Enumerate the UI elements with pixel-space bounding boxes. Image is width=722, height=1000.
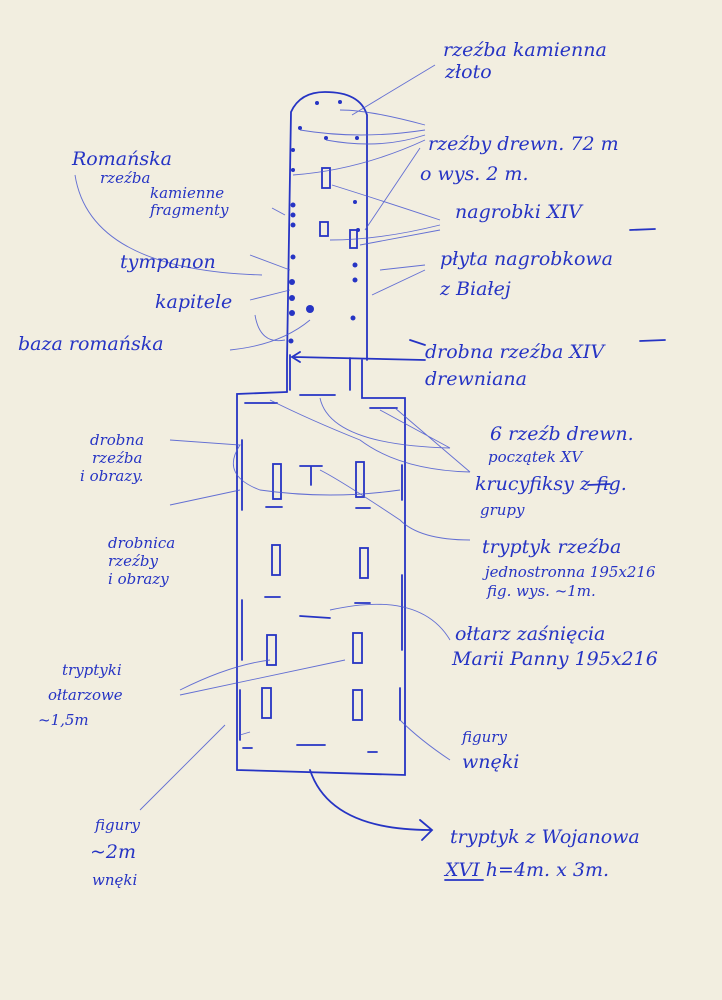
label-figures-2m: figury: [94, 816, 140, 834]
label-wood-sculptures: rzeźby drewn. 72 m: [428, 133, 619, 155]
label-figures-2m-3: wnęki: [92, 871, 137, 889]
label-capitals: kapitele: [155, 291, 232, 313]
label-triptych-sculpture: tryptyk rzeźba: [482, 536, 621, 558]
label-tombs: nagrobki XIV: [455, 201, 584, 223]
label-small-sculpture-paintings-2: rzeźba: [92, 449, 142, 467]
label-small-sculpture-paintings: drobna: [90, 431, 144, 449]
label-crucifixes: krucyfiksy z fig.: [475, 473, 627, 495]
entrance-marks: [242, 394, 398, 753]
pillars: [261, 461, 371, 721]
label-small-sculpture-paintings-3: i obrazy.: [80, 467, 143, 485]
label-crucifixes-2: grupy: [480, 501, 525, 519]
label-romanesque-2: rzeźba: [100, 169, 150, 187]
label-triptych-sculpture-3: fig. wys. ~1m.: [486, 582, 596, 600]
leader-lines: [74, 64, 471, 841]
label-tomb-slab-2: z Białej: [439, 278, 511, 300]
label-niche-figures: figury: [461, 728, 507, 746]
label-stone-fragments-2: fragmenty: [149, 201, 229, 219]
label-tomb-slab: płyta nagrobkowa: [440, 248, 613, 270]
label-six-sculptures: 6 rzeźb drewn.: [490, 423, 634, 445]
label-altar-triptychs: tryptyki: [62, 661, 122, 679]
nave-outline: [236, 359, 406, 776]
label-romanesque-base: baza romańska: [18, 333, 164, 355]
tower-outline: [286, 91, 368, 393]
label-triptych-sculpture-2: jednostronna 195x216: [482, 563, 656, 581]
label-small-sculpture-2: drewniana: [425, 368, 527, 390]
label-altar-triptychs-3: ~1,5m: [38, 711, 89, 729]
label-stone-fragments: kamienne: [150, 184, 224, 202]
label-niche-figures-2: wnęki: [462, 751, 519, 773]
underlines: [444, 228, 666, 881]
label-small-items: drobnica: [108, 534, 175, 552]
label-wood-sculptures-2: o wys. 2 m.: [420, 163, 529, 185]
tower-dots: [288, 100, 360, 344]
label-altar-triptychs-2: ołtarzowe: [48, 686, 123, 704]
label-wojanow-triptych: tryptyk z Wojanowa: [450, 826, 640, 848]
label-wojanow-triptych-2: XVI h=4m. x 3m.: [443, 859, 609, 881]
label-small-sculpture: drobna rzeźba XIV: [425, 341, 606, 363]
label-tympanum: tympanon: [120, 251, 216, 273]
label-six-sculptures-2: początek XV: [488, 448, 584, 466]
label-small-items-3: i obrazy: [108, 570, 169, 588]
label-stone-sculpture: rzeźba kamienna: [443, 39, 607, 61]
wall-marks: [239, 439, 403, 741]
label-small-items-2: rzeźby: [108, 552, 158, 570]
label-figures-2m-2: ~2m: [90, 841, 136, 863]
church-plan: [236, 91, 406, 776]
label-altar-2: Marii Panny 195x216: [451, 648, 658, 670]
label-stone-sculpture-2: złoto: [444, 61, 492, 83]
label-romanesque: Romańska: [71, 148, 172, 170]
label-altar: ołtarz zaśnięcia: [455, 623, 605, 645]
